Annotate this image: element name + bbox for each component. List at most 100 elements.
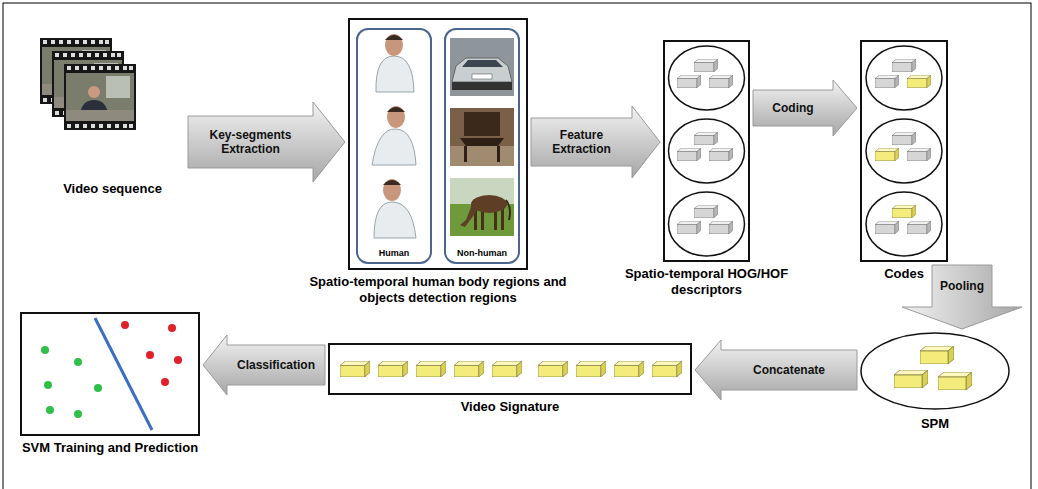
group-label: Non-human bbox=[446, 248, 518, 259]
stage-caption: Video sequence bbox=[38, 181, 188, 197]
art-shape bbox=[460, 138, 504, 146]
art-shape bbox=[464, 112, 500, 136]
group-label: Human bbox=[358, 248, 430, 259]
signature-cubes bbox=[340, 361, 682, 377]
art-shape bbox=[866, 46, 942, 110]
arrow-label: Feature Extraction bbox=[536, 128, 627, 156]
art-shape bbox=[652, 361, 682, 377]
object-group: Non-human bbox=[444, 28, 520, 264]
art-shape bbox=[677, 221, 701, 234]
art-shape bbox=[452, 82, 512, 90]
art-shape bbox=[669, 119, 745, 183]
art-shape bbox=[450, 108, 514, 166]
art-shape bbox=[385, 35, 403, 40]
pooled-codes bbox=[894, 346, 972, 390]
art-shape bbox=[506, 200, 510, 220]
art-shape bbox=[385, 34, 403, 56]
art-shape bbox=[94, 384, 102, 392]
ellipse-outline bbox=[860, 332, 1010, 410]
art-shape bbox=[416, 361, 446, 377]
stage-caption: SPM bbox=[895, 416, 975, 432]
art-shape bbox=[892, 205, 916, 218]
block-arrow bbox=[188, 102, 345, 182]
art-shape bbox=[74, 410, 82, 418]
art-shape bbox=[383, 180, 401, 185]
art-shape bbox=[472, 74, 492, 79]
art-shape bbox=[161, 378, 169, 386]
art-shape bbox=[892, 132, 916, 145]
human-group: Human bbox=[356, 28, 432, 264]
art-shape bbox=[709, 148, 733, 161]
art-shape bbox=[452, 58, 512, 82]
object-photos bbox=[450, 38, 514, 236]
art-shape bbox=[497, 146, 500, 162]
art-shape bbox=[450, 38, 514, 96]
art-shape bbox=[669, 192, 745, 256]
art-shape bbox=[920, 346, 954, 364]
codes-box: Codes bbox=[860, 40, 948, 262]
block-arrow bbox=[531, 106, 660, 178]
signature-bar: Video Signature bbox=[328, 343, 692, 395]
art-shape bbox=[374, 202, 416, 238]
stage-caption: Spatio-temporal human body regions and o… bbox=[303, 274, 573, 306]
art-shape bbox=[576, 361, 606, 377]
art-shape bbox=[41, 346, 49, 354]
art-shape bbox=[538, 361, 568, 377]
art-shape bbox=[450, 146, 514, 166]
spm-ellipse: SPM bbox=[860, 332, 1010, 410]
human-figures bbox=[372, 34, 416, 238]
art-shape bbox=[614, 361, 644, 377]
art-shape bbox=[866, 119, 942, 183]
descriptor-clusters bbox=[669, 46, 745, 256]
stage-caption: Spatio-temporal HOG/HOF descriptors bbox=[612, 266, 802, 298]
art-shape bbox=[709, 75, 733, 88]
code-clusters bbox=[866, 46, 942, 256]
block-arrow bbox=[753, 80, 857, 136]
stage-caption: Codes bbox=[864, 266, 944, 282]
art-shape bbox=[866, 192, 942, 256]
block-arrow bbox=[203, 335, 325, 395]
art-shape bbox=[694, 205, 718, 218]
art-shape bbox=[492, 361, 522, 377]
art-shape bbox=[383, 179, 401, 201]
art-shape bbox=[46, 406, 54, 414]
art-shape bbox=[907, 148, 931, 161]
art-shape bbox=[74, 358, 82, 366]
art-shape bbox=[907, 75, 931, 88]
descriptor-box: Spatio-temporal HOG/HOF descriptors bbox=[663, 40, 750, 262]
art-shape bbox=[174, 356, 182, 364]
art-shape bbox=[376, 56, 414, 92]
stage-caption: SVM Training and Prediction bbox=[20, 440, 200, 456]
stage-caption: Video Signature bbox=[410, 399, 610, 415]
art-shape bbox=[340, 361, 370, 377]
arrow-label: Concatenate bbox=[753, 363, 825, 377]
svm-box: SVM Training and Prediction bbox=[20, 312, 200, 436]
art-shape bbox=[694, 59, 718, 72]
art-shape bbox=[378, 361, 408, 377]
art-shape bbox=[450, 178, 514, 236]
art-shape bbox=[677, 75, 701, 88]
art-shape bbox=[464, 146, 467, 162]
art-shape bbox=[146, 351, 154, 359]
arrow-label: Classification bbox=[237, 358, 315, 372]
art-shape bbox=[669, 46, 745, 110]
art-shape bbox=[875, 75, 899, 88]
region-box: Spatio-temporal human body regions and o… bbox=[348, 18, 528, 270]
art-shape bbox=[875, 221, 899, 234]
art-shape bbox=[44, 381, 52, 389]
ellipse-outline bbox=[861, 333, 1009, 409]
art-shape bbox=[64, 64, 136, 130]
art-shape bbox=[460, 199, 476, 227]
art-shape bbox=[694, 132, 718, 145]
art-shape bbox=[709, 221, 733, 234]
art-shape bbox=[372, 129, 416, 165]
arrow-label: Pooling bbox=[940, 279, 984, 293]
art-shape bbox=[471, 195, 507, 213]
art-shape bbox=[907, 221, 931, 234]
art-shape bbox=[938, 372, 972, 390]
art-shape bbox=[892, 59, 916, 72]
art-shape bbox=[121, 321, 129, 329]
art-shape bbox=[168, 324, 176, 332]
arrow-label: Key-segments Extraction bbox=[193, 128, 308, 156]
